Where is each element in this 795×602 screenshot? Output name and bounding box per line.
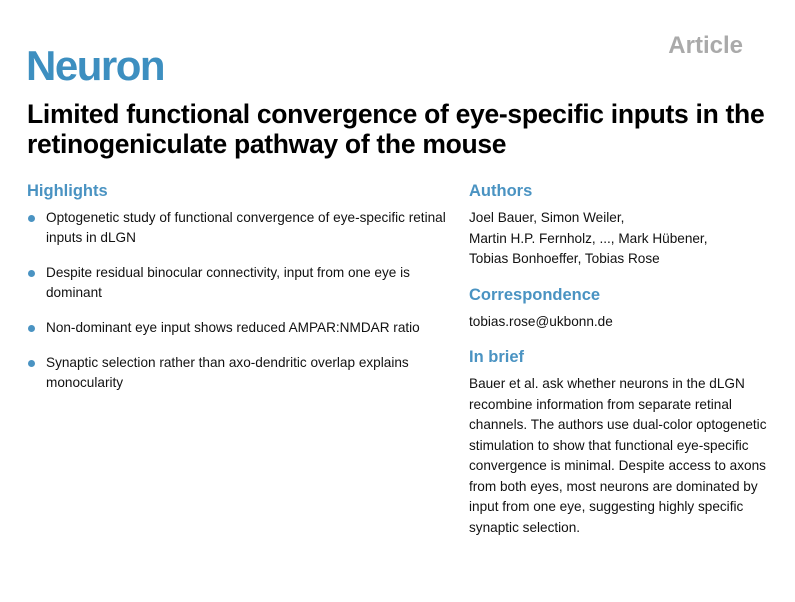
correspondence-section: Correspondence tobias.rose@ukbonn.de xyxy=(469,284,769,333)
highlights-section: Highlights Optogenetic study of function… xyxy=(27,180,457,408)
bullet-dot-icon xyxy=(28,325,35,332)
authors-line: Tobias Bonhoeffer, Tobias Rose xyxy=(469,251,660,266)
highlight-text: Despite residual binocular connectivity,… xyxy=(46,265,410,300)
highlight-text: Optogenetic study of functional converge… xyxy=(46,210,446,245)
journal-name: Neuron xyxy=(26,42,166,89)
highlight-item: Despite residual binocular connectivity,… xyxy=(27,263,457,303)
authors-list: Joel Bauer, Simon Weiler, Martin H.P. Fe… xyxy=(469,208,769,270)
bullet-dot-icon xyxy=(28,360,35,367)
highlight-text: Synaptic selection rather than axo-dendr… xyxy=(46,355,409,390)
highlight-text: Non-dominant eye input shows reduced AMP… xyxy=(46,320,420,335)
bullet-dot-icon xyxy=(28,215,35,222)
sidebar-info: Authors Joel Bauer, Simon Weiler, Martin… xyxy=(469,180,769,552)
in-brief-text: Bauer et al. ask whether neurons in the … xyxy=(469,376,767,535)
highlights-heading: Highlights xyxy=(27,182,108,200)
article-type-label: Article xyxy=(668,32,743,59)
authors-section: Authors Joel Bauer, Simon Weiler, Martin… xyxy=(469,180,769,270)
correspondence-email[interactable]: tobias.rose@ukbonn.de xyxy=(469,313,613,329)
article-title: Limited functional convergence of eye-sp… xyxy=(27,99,765,159)
in-brief-heading: In brief xyxy=(469,348,525,366)
highlight-item: Optogenetic study of functional converge… xyxy=(27,208,457,248)
highlight-item: Synaptic selection rather than axo-dendr… xyxy=(27,353,457,393)
highlight-item: Non-dominant eye input shows reduced AMP… xyxy=(27,318,457,338)
authors-heading: Authors xyxy=(469,182,533,200)
bullet-dot-icon xyxy=(28,270,35,277)
in-brief-section: In brief Bauer et al. ask whether neuron… xyxy=(469,346,769,538)
correspondence-heading: Correspondence xyxy=(469,285,601,304)
authors-line: Joel Bauer, Simon Weiler, xyxy=(469,210,625,225)
authors-line: Martin H.P. Fernholz, ..., Mark Hübener, xyxy=(469,230,708,246)
highlights-list: Optogenetic study of functional converge… xyxy=(27,208,457,393)
